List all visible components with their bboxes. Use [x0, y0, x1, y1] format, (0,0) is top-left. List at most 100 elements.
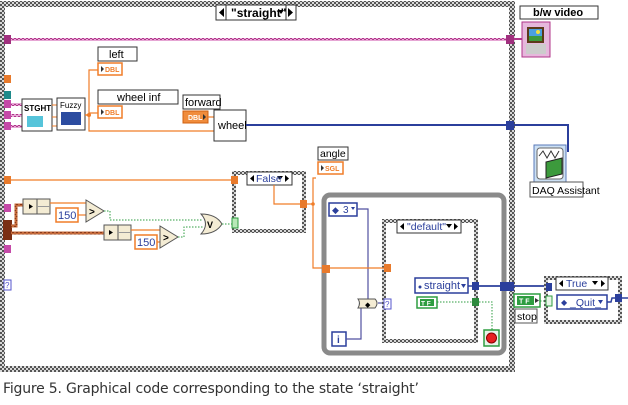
figure-caption: Figure 5. Graphical code corresponding t… — [3, 381, 419, 397]
true-case-label: True — [566, 278, 587, 290]
greater-than-2[interactable]: > — [159, 225, 179, 249]
decrement-arrow-icon[interactable] — [400, 223, 404, 230]
daq-assistant[interactable]: DAQ Assistant — [529, 144, 600, 198]
svg-text:>: > — [163, 233, 169, 244]
svg-text:◆: ◆ — [365, 302, 371, 309]
default-question-label: ? — [385, 300, 390, 309]
wheel-inf-indicator[interactable]: wheel inf DBL — [97, 89, 179, 119]
tunnel-pink-2 — [4, 111, 11, 119]
iteration-terminal[interactable]: i — [331, 331, 347, 347]
or-gate[interactable]: V — [199, 213, 223, 235]
iteration-label: i — [337, 335, 340, 346]
greater-than-1[interactable]: > — [85, 199, 105, 223]
case-selector-terminal — [231, 217, 239, 229]
angle-indicator[interactable]: angle SGL — [317, 146, 349, 175]
svg-text:◆: ◆ — [332, 205, 339, 215]
svg-text:>: > — [89, 207, 95, 218]
angle-label: angle — [320, 148, 346, 160]
decrement-arrow-icon[interactable] — [219, 8, 224, 17]
daq-card-icon — [545, 157, 563, 179]
image-wire — [8, 38, 510, 41]
shift-register — [500, 282, 508, 291]
stop-tf-value: T F — [519, 299, 530, 306]
fuzzy-icon — [61, 112, 81, 125]
bw-video-indicator[interactable]: b/w video — [519, 5, 599, 58]
fuzzy-subvi[interactable]: Fuzzy — [56, 97, 86, 131]
increment-arrow-icon[interactable] — [288, 8, 293, 17]
index-array-2[interactable] — [103, 224, 132, 241]
straight-enum-constant[interactable]: straight — [414, 277, 469, 294]
true-case-selector[interactable]: True — [555, 276, 609, 291]
quit-enum-value: _Quit_ — [569, 297, 601, 309]
tunnel-image-out — [506, 35, 514, 44]
stop-label-text: stop — [517, 311, 537, 323]
outer-case-label: "straight" — [231, 6, 286, 20]
enum-3-constant[interactable]: ◆ 3 — [328, 202, 358, 217]
stop-boolean-constant[interactable]: T F — [513, 293, 541, 308]
svg-text:V: V — [207, 220, 213, 230]
forward-label: forward — [185, 97, 222, 109]
tunnel-pink-1 — [4, 100, 11, 108]
quit-enum-constant[interactable]: ◆ _Quit_ — [556, 294, 608, 310]
increment-arrow-icon[interactable] — [601, 280, 605, 287]
tunnel-default-in — [384, 264, 391, 272]
false-case-label: False — [256, 173, 282, 185]
dropdown-arrow-icon — [446, 224, 452, 228]
tunnel-orange-2 — [4, 176, 11, 184]
left-indicator[interactable]: left DBL — [97, 46, 138, 76]
wheel-label: wheel — [217, 120, 247, 132]
daq-label: DAQ Assistant — [532, 185, 600, 197]
tunnel-true-in — [546, 283, 552, 291]
tunnel-pink-4 — [4, 204, 11, 212]
increment-arrow-icon[interactable] — [454, 223, 458, 230]
dropdown-arrow-icon — [277, 176, 283, 180]
arrow-icon — [109, 230, 113, 235]
tunnel-loop-in — [322, 265, 330, 273]
while-loop[interactable] — [321, 192, 507, 356]
outer-case-structure[interactable] — [0, 1, 515, 372]
signal-wave-icon — [538, 149, 560, 160]
forward-constant[interactable]: forward DBL — [182, 94, 222, 124]
wheel-output-wire — [246, 124, 569, 152]
left-label: left — [109, 49, 124, 61]
tunnel-array — [3, 220, 12, 240]
true-selector-terminal — [545, 295, 553, 307]
tunnel-state-out — [508, 282, 514, 291]
default-case-label: "default" — [407, 221, 446, 233]
tunnel-pink-3 — [4, 122, 11, 130]
tunnel-bool-out — [472, 298, 479, 306]
stght-label: STGHT — [24, 104, 51, 113]
outer-case-selector[interactable]: "straight" — [215, 4, 297, 21]
select-node[interactable]: ◆ — [357, 298, 378, 309]
decrement-arrow-icon[interactable] — [250, 175, 254, 182]
forward-type: DBL — [188, 115, 203, 122]
arrow-icon — [29, 204, 33, 209]
left-type: DBL — [105, 67, 120, 74]
decrement-arrow-icon[interactable] — [559, 280, 563, 287]
tunnel-false-in — [231, 176, 238, 184]
threshold-2-constant[interactable]: 150 — [134, 234, 158, 250]
threshold-1-constant[interactable]: 150 — [55, 207, 79, 223]
dropdown-arrow-icon — [592, 281, 598, 285]
default-selector-terminal — [383, 298, 392, 310]
fuzzy-label: Fuzzy — [60, 101, 81, 110]
false-case-selector[interactable]: False — [246, 171, 293, 186]
question-label: ? — [5, 281, 10, 290]
tunnel-pink-5 — [4, 245, 11, 253]
bw-video-label: b/w video — [533, 7, 583, 19]
wheel-inf-label: wheel inf — [116, 92, 161, 104]
stght-indicator-icon — [27, 116, 43, 127]
default-case-selector[interactable]: "default" — [396, 219, 462, 234]
tf-boolean-constant[interactable]: T F — [416, 296, 438, 309]
loop-stop-terminal[interactable] — [483, 329, 500, 347]
increment-arrow-icon[interactable] — [285, 175, 289, 182]
stght-subvi[interactable]: STGHT — [21, 98, 53, 132]
index-array-1[interactable] — [22, 198, 51, 215]
straight-enum-value: straight — [424, 280, 460, 292]
svg-text:◆: ◆ — [561, 298, 568, 307]
tunnel-false-out — [300, 200, 307, 208]
wheel-subvi[interactable]: wheel — [213, 109, 247, 142]
tunnel-teal — [4, 91, 11, 99]
angle-type: SGL — [325, 166, 340, 173]
